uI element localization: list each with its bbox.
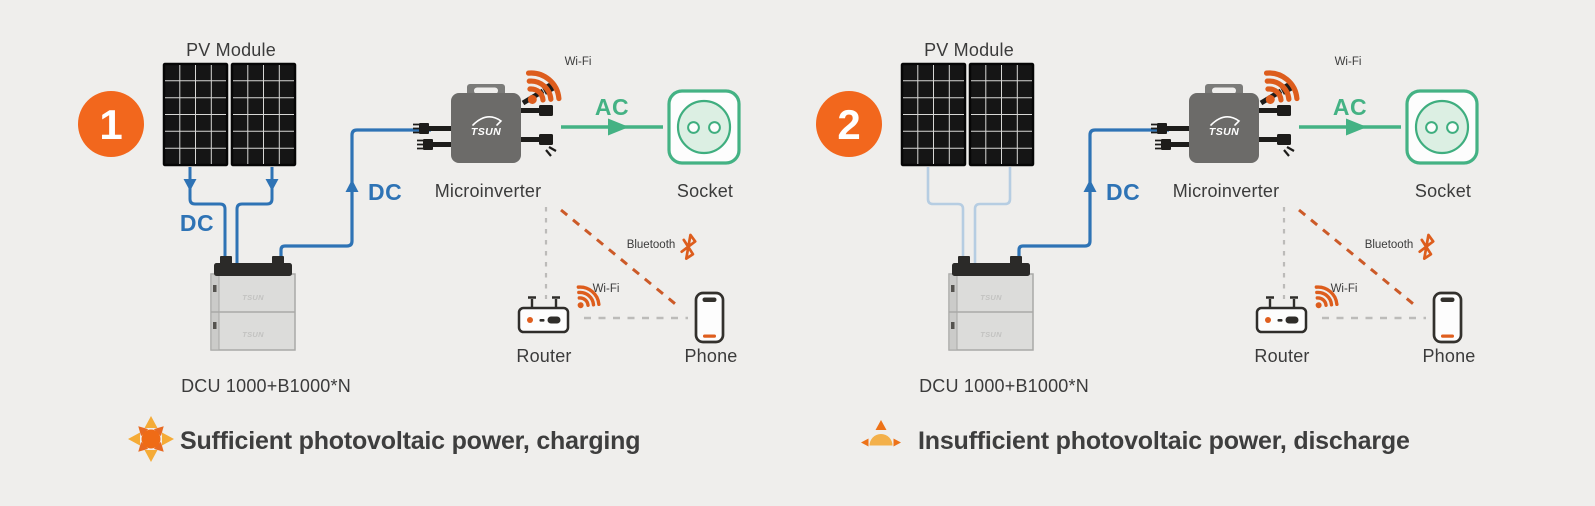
battery-to-inverter-wire: [1017, 128, 1169, 256]
router-label: Router: [1254, 346, 1309, 366]
dc-arrow-down: [265, 179, 279, 191]
phone-label: Phone: [1422, 346, 1475, 366]
bluetooth-dashed-line: [560, 208, 680, 309]
bluetooth-label: Bluetooth: [627, 239, 676, 251]
socket-label: Socket: [1415, 181, 1471, 201]
caption-text: Insufficient photovoltaic power, dischar…: [918, 427, 1410, 455]
phone: [1432, 291, 1463, 344]
wifi-label: Wi-Fi: [1335, 56, 1362, 68]
pv-module-label: PV Module: [186, 40, 276, 60]
ac-arrow: [1346, 118, 1367, 136]
battery-brand: TSUN: [242, 330, 264, 339]
socket: [1405, 89, 1479, 165]
battery-label: DCU 1000+B1000*N: [181, 376, 351, 396]
diagram-1: 1 PV Module DC TSUN TSUN: [78, 40, 741, 462]
ac-line: [561, 118, 663, 136]
inverter-brand: TSUN: [1209, 126, 1239, 138]
socket: [667, 89, 741, 165]
wifi-label: Wi-Fi: [565, 56, 592, 68]
full-sun-icon: [128, 416, 174, 462]
caption-text: Sufficient photovoltaic power, charging: [180, 427, 640, 455]
caption: Insufficient photovoltaic power, dischar…: [861, 420, 1410, 455]
ac-arrow: [608, 118, 629, 136]
battery-to-inverter-wire: [279, 128, 431, 256]
step-badge: 1: [78, 91, 144, 157]
battery-unit: TSUN TSUN: [948, 256, 1034, 351]
phone-label: Phone: [684, 346, 737, 366]
bluetooth-dashed-line: [1298, 208, 1418, 309]
ac-label: AC: [1333, 94, 1367, 120]
ac-line: [1299, 118, 1401, 136]
microinverter-label: Microinverter: [435, 181, 542, 201]
dc-arrow-down: [183, 179, 197, 191]
wifi-icon: [525, 70, 562, 104]
step-badge: 2: [816, 91, 882, 157]
bluetooth-label: Bluetooth: [1365, 239, 1414, 251]
step-number: 2: [837, 101, 860, 148]
battery-label: DCU 1000+B1000*N: [919, 376, 1089, 396]
bluetooth-icon: [1418, 233, 1435, 260]
weak-sun-icon: [861, 420, 901, 447]
wifi-router-label: Wi-Fi: [1331, 283, 1358, 295]
caption: Sufficient photovoltaic power, charging: [128, 416, 640, 462]
pv-module-label: PV Module: [924, 40, 1014, 60]
dc-arrow-up: [1083, 179, 1097, 192]
router: [1255, 296, 1308, 334]
pv-to-battery-wires: [183, 167, 279, 263]
router-label: Router: [516, 346, 571, 366]
dc-arrow-up: [345, 179, 359, 192]
dc-link-label: DC: [368, 179, 402, 205]
battery-brand: TSUN: [980, 293, 1002, 302]
wifi-router-label: Wi-Fi: [593, 283, 620, 295]
router: [517, 296, 570, 334]
wifi-router-icon: [1314, 285, 1339, 309]
step-number: 1: [99, 101, 122, 148]
pv-to-battery-wires: [926, 167, 1012, 263]
pv-panels: [162, 62, 297, 167]
inverter-brand: TSUN: [471, 126, 501, 138]
ac-label: AC: [595, 94, 629, 120]
microinverter: TSUN: [413, 82, 557, 163]
bluetooth-icon: [680, 233, 697, 260]
phone: [694, 291, 725, 344]
battery-brand: TSUN: [980, 330, 1002, 339]
wifi-router-icon: [576, 285, 601, 309]
dc-in-label: DC: [180, 210, 214, 236]
diagram-2: 2 PV Module TSUN TSUN DC: [816, 40, 1479, 455]
dc-link-label: DC: [1106, 179, 1140, 205]
battery-unit: TSUN TSUN: [210, 256, 296, 351]
microinverter-label: Microinverter: [1173, 181, 1280, 201]
socket-label: Socket: [677, 181, 733, 201]
pv-panels: [900, 62, 1035, 167]
microinverter: TSUN: [1151, 82, 1295, 163]
wifi-icon: [1263, 70, 1300, 104]
battery-brand: TSUN: [242, 293, 264, 302]
